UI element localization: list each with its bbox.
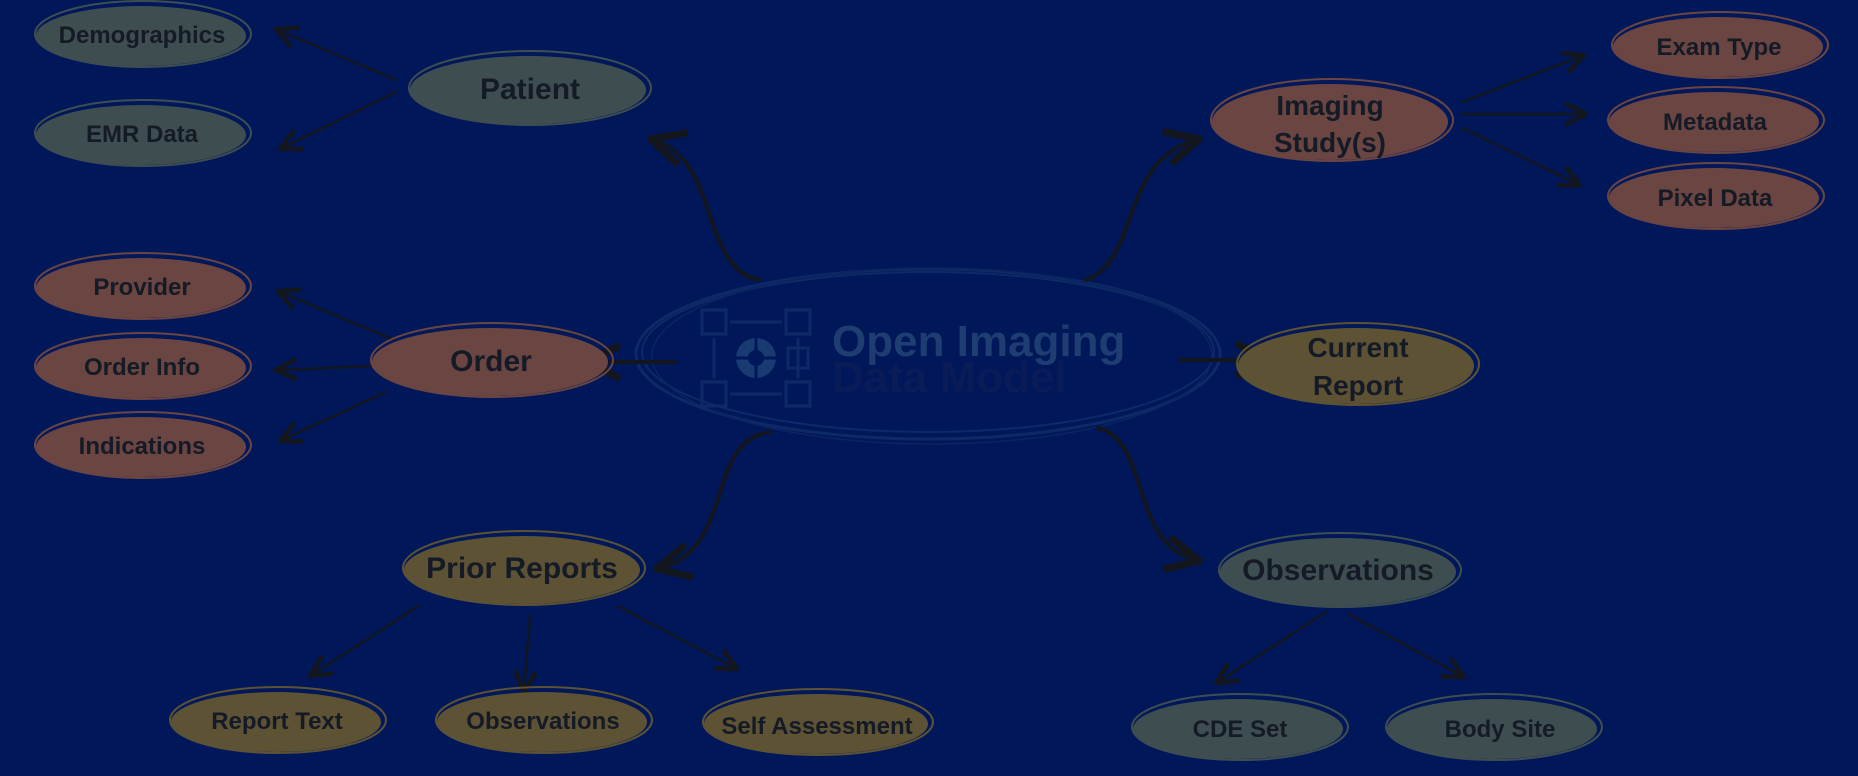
arrow-center-patient — [654, 140, 762, 282]
arrow-observations-body-site — [1346, 612, 1462, 676]
label-provider: Provider — [93, 274, 190, 301]
label-emr-data: EMR Data — [86, 121, 199, 148]
arrow-center-observations — [1096, 426, 1196, 560]
arrow-center-prior-reports — [660, 430, 772, 568]
node-current-report: Current Report — [1236, 322, 1480, 406]
node-cde-set: CDE Set — [1131, 693, 1349, 761]
node-prior-observations: Observations — [435, 686, 653, 754]
node-pixel-data: Pixel Data — [1607, 162, 1825, 230]
node-demographics: Demographics — [34, 0, 252, 68]
label-self-assessment: Self Assessment — [721, 713, 912, 740]
label-current-report-line1: Current — [1307, 332, 1408, 363]
node-exam-type: Exam Type — [1611, 11, 1829, 79]
node-imaging-study: Imaging Study(s) — [1210, 78, 1454, 162]
center-title-line1: Open Imaging — [832, 317, 1125, 366]
arrow-order-provider — [280, 292, 396, 342]
node-report-text: Report Text — [169, 686, 387, 754]
logo-grid-icon — [700, 308, 812, 408]
arrow-center-imaging — [1084, 140, 1196, 282]
center-node: Open Imaging Data Model — [634, 267, 1222, 445]
label-current-report-line2: Report — [1313, 370, 1403, 401]
node-emr-data: EMR Data — [34, 99, 252, 167]
node-metadata: Metadata — [1607, 86, 1825, 154]
arrow-patient-demographics — [278, 30, 398, 82]
arrow-prior-self-assessment — [616, 604, 735, 668]
node-prior-reports: Prior Reports — [402, 530, 646, 606]
arrow-observations-cde — [1218, 610, 1328, 682]
label-indications: Indications — [79, 433, 206, 460]
sub-connectors — [278, 30, 1584, 690]
node-indications: Indications — [34, 411, 252, 479]
label-observations: Observations — [1242, 554, 1434, 587]
label-demographics: Demographics — [59, 22, 226, 49]
label-report-text: Report Text — [211, 708, 343, 735]
arrow-prior-observations — [524, 614, 530, 690]
label-prior-reports: Prior Reports — [426, 552, 618, 585]
label-body-site: Body Site — [1445, 716, 1556, 743]
logo-target-icon — [732, 334, 780, 382]
node-order-info: Order Info — [34, 332, 252, 400]
node-self-assessment: Self Assessment — [702, 688, 934, 756]
label-prior-observations: Observations — [466, 708, 619, 735]
label-exam-type: Exam Type — [1657, 34, 1782, 61]
arrow-imaging-exam-type — [1460, 56, 1582, 104]
label-pixel-data: Pixel Data — [1658, 185, 1773, 212]
label-metadata: Metadata — [1663, 109, 1768, 136]
label-imaging-study-line2: Study(s) — [1274, 127, 1386, 158]
arrow-patient-emr — [282, 90, 398, 148]
center-title-line2: Data Model — [832, 353, 1067, 402]
label-cde-set: CDE Set — [1193, 716, 1288, 743]
node-provider: Provider — [34, 252, 252, 320]
label-order: Order — [450, 345, 532, 378]
arrow-prior-report-text — [312, 604, 420, 675]
arrow-imaging-pixel-data — [1460, 126, 1578, 184]
node-order: Order — [370, 322, 614, 398]
label-patient: Patient — [480, 73, 580, 106]
node-observations: Observations — [1218, 532, 1462, 608]
label-imaging-study-line1: Imaging — [1276, 90, 1383, 121]
node-patient: Patient — [408, 50, 652, 126]
node-body-site: Body Site — [1385, 693, 1603, 761]
label-order-info: Order Info — [84, 354, 200, 381]
arrow-order-indications — [282, 390, 388, 440]
arrow-order-info — [278, 366, 376, 370]
